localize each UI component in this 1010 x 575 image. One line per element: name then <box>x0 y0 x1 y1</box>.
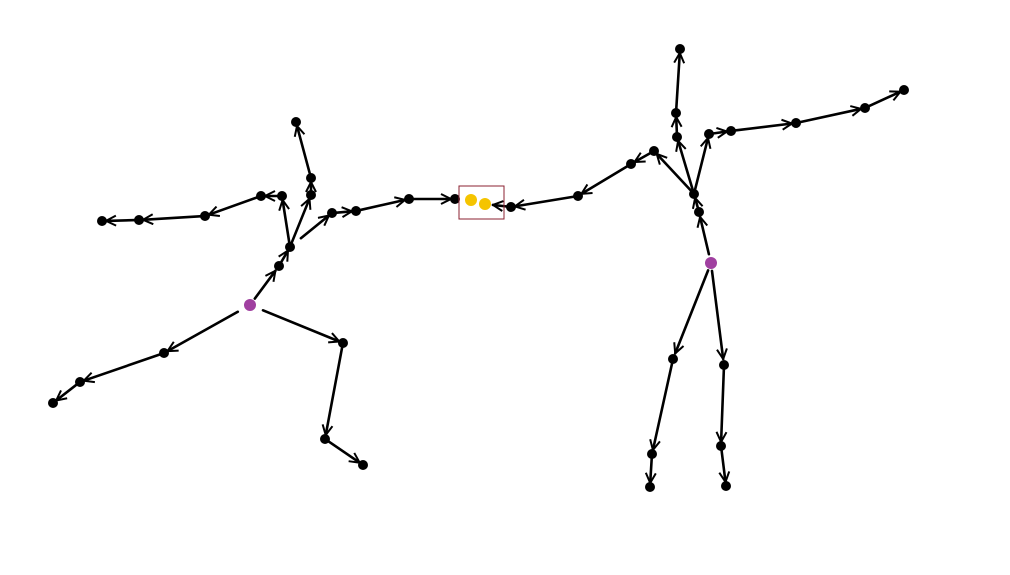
joint <box>626 159 636 169</box>
joint <box>726 126 736 136</box>
joint <box>285 242 295 252</box>
joint <box>159 348 169 358</box>
bone-arrow <box>283 200 291 246</box>
joint <box>672 132 682 142</box>
joint <box>338 338 348 348</box>
joint <box>791 118 801 128</box>
joint <box>694 207 704 217</box>
joint <box>200 211 210 221</box>
joint <box>134 215 144 225</box>
joint <box>645 482 655 492</box>
joint <box>675 44 685 54</box>
root-joint <box>244 299 256 311</box>
bone-arrow <box>515 195 577 207</box>
joint <box>719 360 729 370</box>
joint <box>899 85 909 95</box>
bone-arrow <box>676 53 680 112</box>
bone-arrow <box>710 269 723 359</box>
joint <box>860 103 870 113</box>
contact-joint <box>465 194 477 206</box>
joint <box>671 108 681 118</box>
joint <box>573 191 583 201</box>
joint <box>647 449 657 459</box>
bone-arrow <box>493 205 509 207</box>
joint <box>75 377 85 387</box>
bone-arrow <box>657 154 694 194</box>
joint <box>256 191 266 201</box>
joint <box>716 441 726 451</box>
joint <box>450 194 460 204</box>
joint <box>358 460 368 470</box>
joint <box>291 117 301 127</box>
hand-contact-box <box>458 185 505 220</box>
bone-arrow <box>797 109 861 124</box>
bone-arrow <box>84 352 163 381</box>
bone-arrow <box>281 251 290 265</box>
bone-arrow <box>700 217 711 256</box>
bone-arrow <box>168 310 240 353</box>
joint <box>649 146 659 156</box>
bone-arrow <box>635 151 653 164</box>
joint <box>306 190 316 200</box>
joint <box>721 481 731 491</box>
joints-layer <box>48 44 909 492</box>
bone-arrow <box>710 132 727 134</box>
bone-arrow <box>56 382 79 401</box>
bone-arrow <box>289 199 309 246</box>
bone-arrow <box>653 360 674 450</box>
bone-arrow <box>357 200 405 212</box>
joint <box>689 189 699 199</box>
joint <box>506 202 516 212</box>
joint <box>320 434 330 444</box>
bone-arrow <box>675 269 710 353</box>
joint <box>704 129 714 139</box>
bone-arrow <box>326 344 344 435</box>
joint <box>277 191 287 201</box>
bone-arrow <box>650 455 652 483</box>
bone-arrow <box>143 216 204 220</box>
joint <box>668 354 678 364</box>
bone-arrow <box>209 195 260 215</box>
bone-arrow <box>326 439 360 465</box>
bone-arrow <box>721 447 725 482</box>
joint <box>97 216 107 226</box>
bone-arrow <box>253 271 276 300</box>
bone-arrow <box>299 216 329 240</box>
bone-arrow <box>866 92 901 108</box>
bone-arrow <box>261 308 339 341</box>
joint <box>306 173 316 183</box>
joint <box>351 206 361 216</box>
bone-arrow <box>676 115 677 136</box>
contact-joint <box>479 198 491 210</box>
bone-arrow <box>732 124 792 132</box>
bone-arrow <box>678 141 695 193</box>
joint <box>48 398 58 408</box>
bone-arrow <box>693 138 708 193</box>
joint <box>327 208 337 218</box>
bones-layer <box>56 53 900 483</box>
bone-arrow <box>721 366 724 444</box>
root-joint <box>705 257 717 269</box>
bone-arrow <box>333 211 352 213</box>
joint <box>404 194 414 204</box>
bone-arrow <box>581 164 630 196</box>
bone-arrow <box>297 126 312 177</box>
bone-arrow <box>104 220 138 221</box>
joint <box>274 261 284 271</box>
